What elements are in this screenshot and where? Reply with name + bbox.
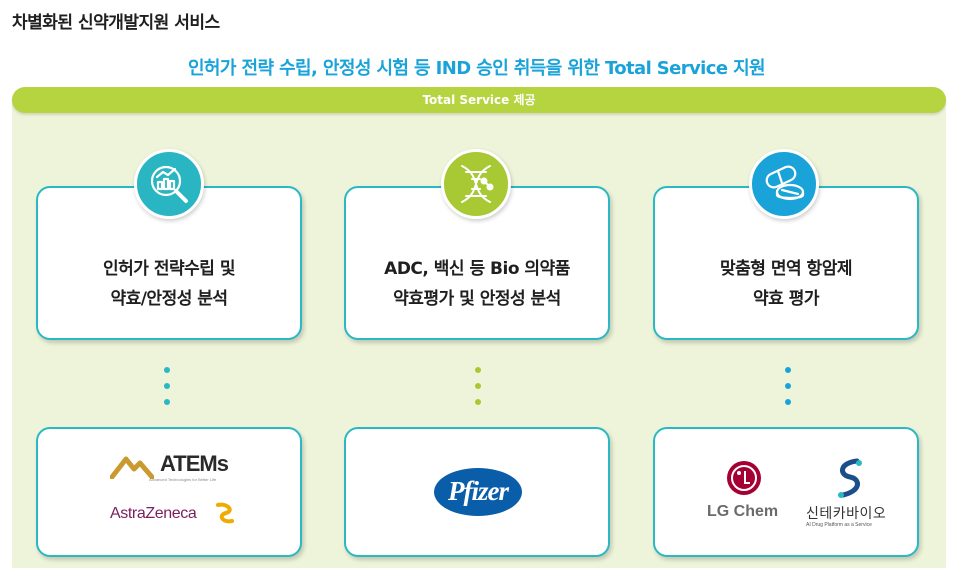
syntekabio-logo-mark bbox=[838, 458, 862, 498]
pill-capsule-icon bbox=[749, 149, 819, 219]
total-service-banner: Total Service 제공 bbox=[12, 87, 946, 113]
atems-logo: ATEMs bbox=[160, 451, 229, 476]
atems-logo-mark bbox=[110, 456, 154, 479]
pfizer-logo: Pfizer bbox=[434, 468, 522, 516]
connector-dots bbox=[164, 367, 172, 415]
page-title: 차별화된 신약개발지원 서비스 bbox=[12, 13, 220, 33]
astrazeneca-logo-mark bbox=[216, 502, 234, 524]
service-card-text: ADC, 백신 등 Bio 의약품 약효평가 및 안정성 분석 bbox=[346, 254, 608, 314]
service-line-1: ADC, 백신 등 Bio 의약품 bbox=[384, 259, 570, 279]
syntekabio-logo: 신테카바이오 bbox=[806, 506, 887, 522]
astrazeneca-logo: AstraZeneca bbox=[110, 505, 197, 522]
page-subtitle: 인허가 전략 수립, 안정성 시험 등 IND 승인 취득을 위한 Total … bbox=[187, 58, 766, 79]
connector-dots bbox=[785, 367, 793, 415]
service-line-1: 맞춤형 면역 항암제 bbox=[720, 259, 852, 279]
service-line-2: 약효/안정성 분석 bbox=[110, 289, 228, 309]
service-line-2: 약효 평가 bbox=[753, 289, 819, 309]
service-card-text: 맞춤형 면역 항암제 약효 평가 bbox=[655, 254, 917, 314]
lg-chem-logo: LG Chem bbox=[707, 503, 779, 520]
chart-magnifier-icon bbox=[134, 149, 204, 219]
partner-card-2: Pfizer bbox=[344, 427, 610, 557]
atems-tagline: Advanced Technologies for Better Life bbox=[149, 477, 217, 482]
service-line-2: 약효평가 및 안정성 분석 bbox=[393, 289, 561, 309]
syntekabio-tagline: AI Drug Platform as a Service bbox=[806, 522, 872, 528]
connector-dots bbox=[475, 367, 483, 415]
dna-icon bbox=[441, 149, 511, 219]
partner-card-3: LG Chem 신테카바이오 AI Drug Platform as a Ser… bbox=[653, 427, 919, 557]
service-card-text: 인허가 전략수립 및 약효/안정성 분석 bbox=[38, 254, 300, 314]
service-line-1: 인허가 전략수립 및 bbox=[103, 259, 235, 279]
lg-logo-mark bbox=[727, 461, 761, 495]
partner-card-1: ATEMs Advanced Technologies for Better L… bbox=[36, 427, 302, 557]
